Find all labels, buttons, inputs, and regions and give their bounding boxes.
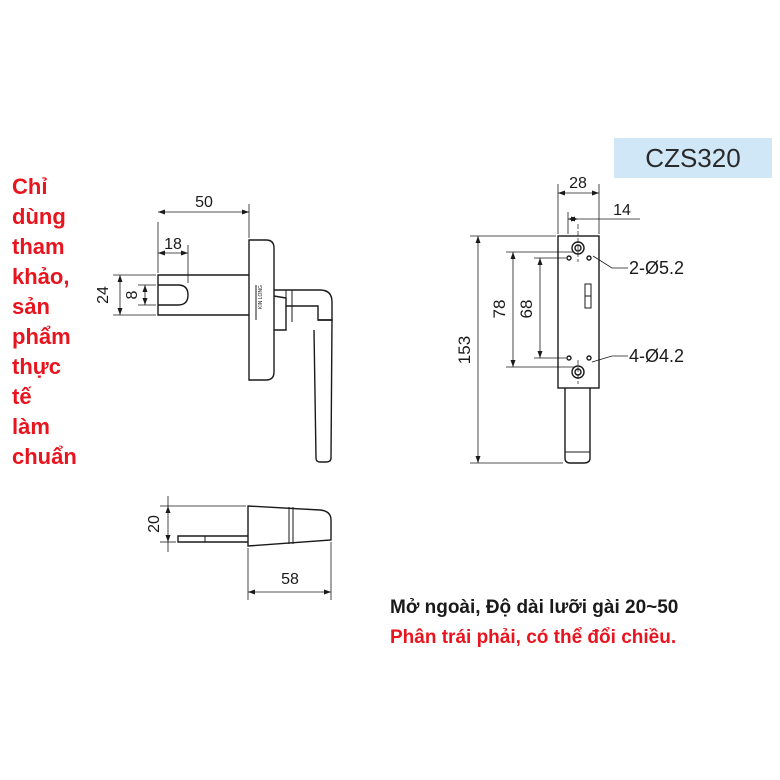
handle-base-plate [248, 239, 275, 381]
bottom-arm [177, 535, 248, 543]
dim-side-width: 28 [569, 175, 587, 192]
side-view [470, 184, 640, 464]
note-line: chuẩn [12, 444, 77, 469]
note-line: tham [12, 234, 65, 259]
description-line-2: Phân trái phải, có thể đổi chiều. [390, 627, 677, 648]
side-shaft [564, 388, 591, 464]
bottom-view-arrows [165, 506, 331, 595]
catch-slot [158, 284, 189, 306]
leader-small-holes [592, 255, 628, 269]
lever-body [313, 319, 333, 463]
dim-front-width: 50 [195, 194, 213, 211]
label-hole-small: 2-Ø5.2 [629, 258, 684, 278]
model-badge: CZS320 [614, 138, 772, 178]
lever-cap [273, 289, 333, 321]
note-line: thực [12, 354, 61, 379]
disclaimer-note: Chỉ dùng tham khảo, sản phẩm thực tế làm… [12, 172, 92, 472]
note-line: dùng [12, 204, 66, 229]
label-hole-large: 4-Ø4.2 [629, 346, 684, 366]
note-line: Chỉ [12, 174, 48, 199]
dim-front-height-inner: 8 [124, 290, 141, 299]
description-line-1: Mở ngoài, Độ dài lưỡi gài 20~50 [390, 597, 679, 618]
front-view-arrows [117, 209, 249, 315]
note-line: làm [12, 414, 50, 439]
note-line: sản [12, 294, 50, 319]
hole-small-b [586, 255, 592, 261]
bottom-view [160, 496, 332, 600]
dim-front-height-outer: 24 [95, 286, 112, 304]
side-view-arrows [475, 190, 599, 463]
hole-small-c [566, 355, 572, 361]
hole-small-d [586, 355, 592, 361]
dim-side-holes-outer: 78 [490, 300, 509, 319]
hole-small-a [566, 255, 572, 261]
brand-mark: KIN LONG [258, 285, 264, 309]
note-line: phẩm [12, 324, 71, 349]
note-line: tế [12, 384, 32, 409]
bottom-body [247, 505, 332, 547]
note-line: khảo, [12, 264, 70, 289]
dim-bottom-height: 20 [146, 515, 163, 533]
front-view [113, 204, 333, 463]
dim-front-spindle: 18 [164, 236, 182, 253]
leader-large-holes [591, 355, 628, 363]
side-base-plate [557, 235, 600, 389]
dim-side-holes-inner: 68 [517, 300, 536, 319]
catch-arm [157, 274, 249, 316]
dim-side-offset: 14 [613, 202, 631, 219]
dim-side-total: 153 [455, 336, 474, 364]
dim-bottom-length: 58 [281, 571, 299, 588]
